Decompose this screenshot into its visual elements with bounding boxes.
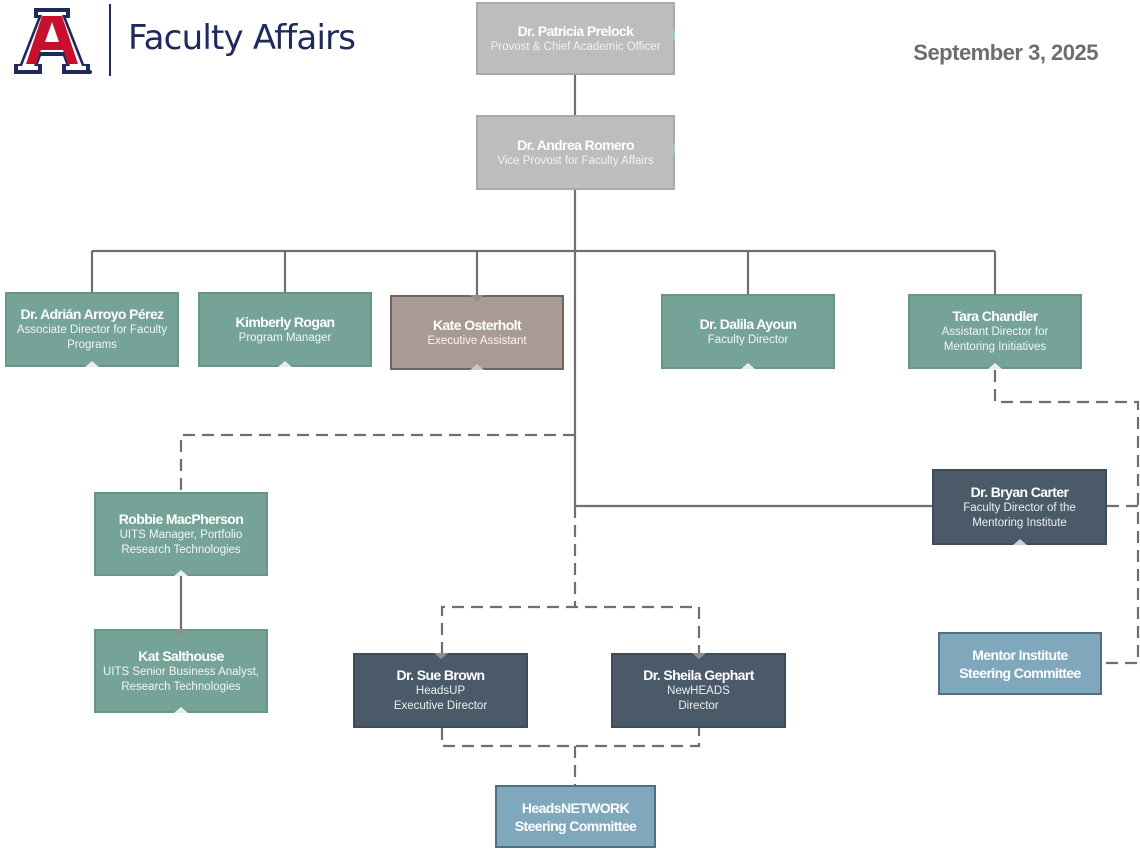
block-a-logo-icon [14, 8, 92, 74]
node-carter[interactable]: Dr. Bryan Carter Faculty Director of the… [932, 469, 1107, 545]
node-name: Robbie MacPherson [118, 510, 244, 527]
node-name: Dr. Sue Brown [396, 667, 485, 683]
collapse-chevron-icon[interactable] [669, 142, 675, 155]
expand-chevron-icon[interactable] [988, 363, 1002, 369]
node-name: Dr. Patricia Prelock [517, 22, 634, 39]
node-name: Dr. Andrea Romero [517, 136, 634, 153]
node-title-line2: Executive Director [393, 700, 488, 712]
node-title: Vice Provost for Faculty Affairs [497, 154, 654, 167]
dashed-chandler-loop [993, 370, 1140, 665]
collapse-chevron-icon[interactable] [691, 653, 706, 659]
node-name: Dr. Sheila Gephart [643, 667, 754, 683]
expand-chevron-icon[interactable] [85, 361, 99, 367]
node-romero[interactable]: Dr. Andrea Romero Vice Provost for Facul… [476, 115, 675, 190]
node-gephart[interactable]: Dr. Sheila Gephart NewHEADS Director [611, 653, 786, 728]
chart-date: September 3, 2025 [913, 40, 1098, 65]
dashed-to-brown-gephart [440, 605, 701, 654]
node-title: Associate Director for Faculty Programs [16, 324, 168, 351]
collapse-chevron-icon[interactable] [433, 653, 448, 659]
header-divider [109, 4, 111, 76]
node-name: Dr. Adrián Arroyo Pérez [20, 306, 164, 322]
node-heads-committee[interactable]: HeadsNETWORK Steering Committee [495, 785, 656, 848]
node-title: Program Manager [238, 331, 332, 344]
node-name: Kat Salthouse [138, 647, 224, 664]
expand-chevron-icon[interactable] [278, 361, 292, 367]
collapse-chevron-icon[interactable] [174, 629, 188, 635]
expand-chevron-icon[interactable] [174, 570, 188, 576]
node-name-line2: Steering Committee [959, 664, 1081, 681]
node-name: Tara Chandler [952, 308, 1038, 324]
node-title: Faculty Director of the Mentoring Instit… [963, 501, 1076, 529]
node-name: Dr. Bryan Carter [970, 483, 1069, 500]
node-macpherson[interactable]: Robbie MacPherson UITS Manager, Portfoli… [94, 492, 268, 576]
dashed-to-macpherson [179, 433, 575, 492]
node-name: Kate Osterholt [432, 316, 522, 333]
university-logo [12, 6, 92, 76]
node-title: UITS Manager, Portfolio Research Technol… [119, 528, 243, 556]
node-name-line1: Mentor Institute [972, 646, 1068, 663]
node-chandler[interactable]: Tara Chandler Assistant Director for Men… [908, 294, 1082, 369]
node-title: Assistant Director for Mentoring Initiat… [941, 326, 1049, 353]
node-prelock[interactable]: Dr. Patricia Prelock Provost & Chief Aca… [476, 2, 675, 75]
node-title: Provost & Chief Academic Officer [490, 40, 661, 53]
node-mentor-committee[interactable]: Mentor Institute Steering Committee [938, 632, 1102, 695]
node-title-line2: Director [678, 700, 719, 712]
node-osterholt[interactable]: Kate Osterholt Executive Assistant [390, 295, 564, 370]
node-name-line1: HeadsNETWORK [521, 799, 630, 816]
dashed-brown-gephart-bottom [440, 728, 701, 748]
node-title-line1: HeadsUP [415, 685, 466, 697]
node-title: Faculty Director [707, 333, 789, 346]
node-name-line2: Steering Committee [514, 817, 637, 834]
node-title: Executive Assistant [427, 334, 527, 347]
node-ayoun[interactable]: Dr. Dalila Ayoun Faculty Director [661, 294, 835, 369]
expand-chevron-icon[interactable] [1012, 539, 1027, 545]
collapse-chevron-icon[interactable] [669, 28, 675, 41]
expand-chevron-icon[interactable] [470, 364, 484, 370]
node-salthouse[interactable]: Kat Salthouse UITS Senior Business Analy… [94, 629, 268, 713]
node-arroyo[interactable]: Dr. Adrián Arroyo Pérez Associate Direct… [5, 292, 179, 367]
expand-chevron-icon[interactable] [741, 363, 755, 369]
expand-chevron-icon[interactable] [174, 707, 188, 713]
node-brown[interactable]: Dr. Sue Brown HeadsUP Executive Director [353, 653, 528, 728]
node-title: UITS Senior Business Analyst, Research T… [103, 665, 259, 693]
node-title-line1: NewHEADS [667, 685, 730, 697]
node-name: Dr. Dalila Ayoun [699, 315, 797, 332]
node-name: Kimberly Rogan [235, 313, 336, 330]
node-rogan[interactable]: Kimberly Rogan Program Manager [198, 292, 372, 367]
brand-title: Faculty Affairs [128, 18, 356, 58]
collapse-chevron-icon[interactable] [470, 295, 484, 301]
